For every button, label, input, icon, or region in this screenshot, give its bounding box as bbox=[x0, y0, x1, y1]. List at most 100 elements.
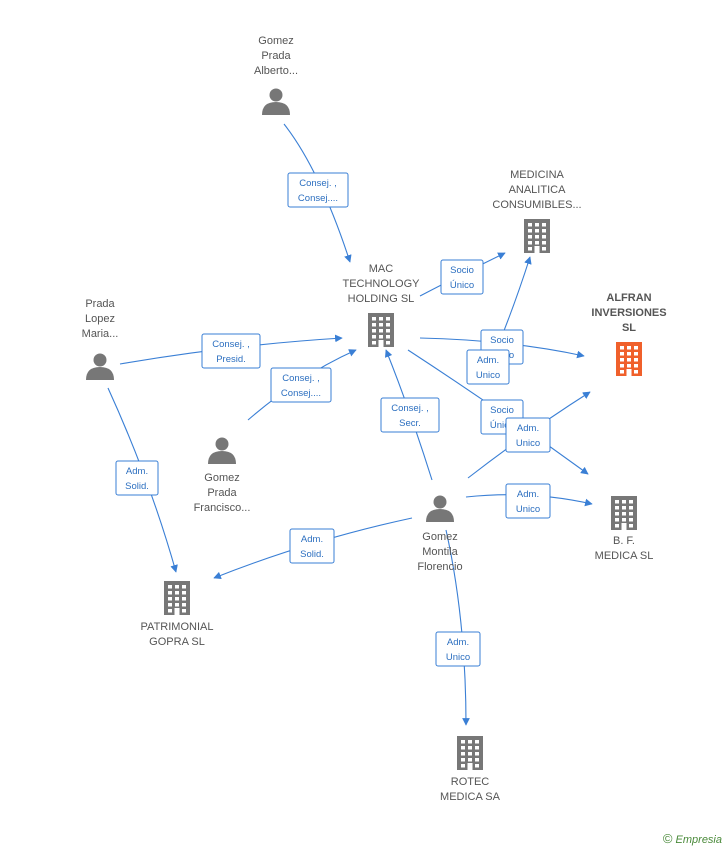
edge-label-box[interactable]: Consej. ,Presid. bbox=[201, 333, 261, 369]
edge-label-box[interactable]: Consej. ,Consej.... bbox=[287, 172, 349, 208]
building-window bbox=[475, 752, 479, 756]
person-node[interactable]: PradaLopezMaria... bbox=[82, 298, 119, 380]
building-window bbox=[182, 591, 186, 595]
building-window bbox=[528, 235, 532, 239]
edge-label-box[interactable]: Consej. ,Secr. bbox=[380, 397, 440, 433]
building-window bbox=[535, 235, 539, 239]
building-window bbox=[386, 329, 390, 333]
building-window bbox=[542, 223, 546, 227]
edge-label-box[interactable]: Consej. ,Consej.... bbox=[270, 367, 332, 403]
building-window bbox=[468, 740, 472, 744]
edge-label-frame bbox=[505, 483, 551, 519]
person-node[interactable]: GomezPradaAlberto... bbox=[254, 35, 298, 115]
building-window bbox=[175, 597, 179, 601]
building-window bbox=[461, 752, 465, 756]
building-door bbox=[534, 246, 540, 253]
person-icon-head bbox=[93, 353, 107, 367]
building-window bbox=[622, 500, 626, 504]
building-window bbox=[379, 323, 383, 327]
edge-label-box[interactable]: Adm.Unico bbox=[505, 417, 551, 453]
building-window bbox=[372, 341, 376, 345]
building-window bbox=[535, 229, 539, 233]
building-door bbox=[621, 523, 627, 530]
node-label: ROTEC bbox=[451, 776, 490, 788]
building-window bbox=[620, 370, 624, 374]
edge-label-text: Consej. , bbox=[212, 339, 250, 350]
person-icon-body bbox=[208, 451, 236, 464]
edge-label-box[interactable]: Adm. Solid. bbox=[115, 460, 159, 496]
node-label: Francisco... bbox=[194, 502, 251, 514]
building-window bbox=[175, 603, 179, 607]
edge-label-box[interactable]: Adm.Solid. bbox=[289, 528, 335, 564]
building-door bbox=[378, 340, 384, 347]
building-window bbox=[528, 241, 532, 245]
edge-label-box[interactable]: Adm. Unico bbox=[505, 483, 551, 519]
node-label: Prada bbox=[85, 298, 115, 310]
node-label: CONSUMIBLES... bbox=[492, 199, 581, 211]
node-label: B. F. bbox=[613, 535, 635, 547]
edge-label-text: Adm. bbox=[126, 466, 148, 477]
building-window bbox=[542, 247, 546, 251]
node-label: Gomez bbox=[258, 35, 293, 47]
building-window bbox=[182, 609, 186, 613]
company-node[interactable]: B. F.MEDICA SL bbox=[595, 496, 654, 562]
building-window bbox=[528, 229, 532, 233]
edge-label-box[interactable]: Adm. Unico bbox=[435, 631, 481, 667]
person-icon-head bbox=[433, 495, 447, 509]
building-window bbox=[542, 235, 546, 239]
node-label: TECHNOLOGY bbox=[342, 278, 420, 290]
building-window bbox=[615, 500, 619, 504]
edge-label-frame bbox=[115, 460, 159, 496]
building-window bbox=[627, 346, 631, 350]
footer-brand[interactable]: © Empresia bbox=[663, 831, 722, 846]
building-door bbox=[467, 763, 473, 770]
node-label: Alberto... bbox=[254, 65, 298, 77]
edge-label-text: Unico bbox=[516, 504, 540, 515]
person-icon-head bbox=[269, 88, 283, 102]
edge-label-text: Adm. bbox=[517, 489, 539, 500]
edge-label-frame bbox=[435, 631, 481, 667]
edge-label-text: Unico bbox=[476, 370, 500, 381]
building-window bbox=[168, 591, 172, 595]
node-label: INVERSIONES bbox=[591, 307, 666, 319]
person-icon-body bbox=[426, 509, 454, 522]
edge-label-text: Unico bbox=[446, 652, 470, 663]
building-door bbox=[174, 608, 180, 615]
building-window bbox=[468, 752, 472, 756]
building-window bbox=[379, 329, 383, 333]
node-label: Lopez bbox=[85, 313, 115, 325]
building-window bbox=[629, 512, 633, 516]
edge-label-box[interactable]: Adm.Unico bbox=[466, 349, 510, 385]
person-node[interactable]: GomezPradaFrancisco... bbox=[194, 437, 251, 515]
building-window bbox=[386, 335, 390, 339]
edge-label-text: Adm. bbox=[301, 534, 323, 545]
edge-label-text: Solid. bbox=[125, 481, 149, 492]
edge-label-frame bbox=[289, 528, 335, 564]
node-label: Maria... bbox=[82, 328, 119, 340]
brand-logo: Empresia bbox=[675, 834, 722, 846]
edge-label-text: Socio bbox=[490, 335, 514, 346]
edge-label-text: Único bbox=[490, 420, 514, 431]
edge-label-text: Adm. bbox=[447, 637, 469, 648]
building-window bbox=[627, 352, 631, 356]
building-window bbox=[379, 335, 383, 339]
building-window bbox=[622, 506, 626, 510]
building-window bbox=[615, 524, 619, 528]
building-window bbox=[634, 358, 638, 362]
building-window bbox=[175, 591, 179, 595]
building-window bbox=[468, 746, 472, 750]
edge-label-text: Consej.... bbox=[298, 193, 338, 204]
company-node[interactable]: MEDICINAANALITICACONSUMIBLES... bbox=[492, 169, 582, 253]
building-window bbox=[372, 323, 376, 327]
building-window bbox=[542, 241, 546, 245]
building-window bbox=[535, 223, 539, 227]
building-window bbox=[475, 740, 479, 744]
node-label: Florencio bbox=[417, 561, 462, 573]
